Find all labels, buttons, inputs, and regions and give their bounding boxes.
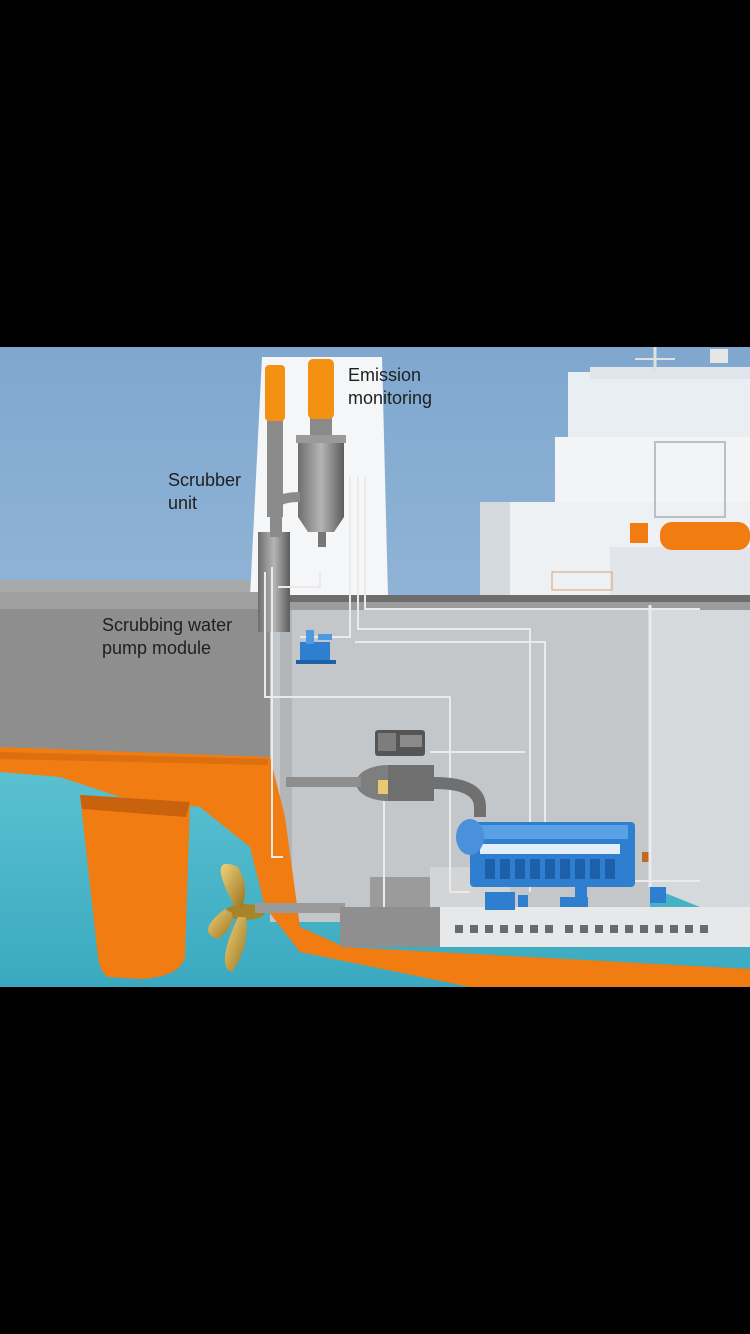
- piping: [264, 477, 700, 907]
- rudder: [80, 795, 190, 979]
- superstructure: [480, 347, 750, 602]
- propeller-shaft: [255, 903, 345, 913]
- silencer: [286, 765, 486, 817]
- scrubber-unit: [258, 435, 346, 632]
- label-emission-monitoring: Emission monitoring: [348, 365, 433, 408]
- hull-orange: [0, 747, 750, 987]
- ship-diagram: [0, 347, 750, 987]
- main-engine: [456, 819, 666, 910]
- propeller: [208, 863, 265, 972]
- pump-module: [296, 630, 336, 664]
- emission-monitor: [375, 730, 425, 756]
- hull-grey: [0, 592, 280, 767]
- label-scrubber-unit: Scrubber unit: [168, 470, 242, 513]
- deck-rail: [0, 580, 250, 594]
- label-scrubbing-water-pump-module: Scrubbing water pump module: [102, 615, 233, 658]
